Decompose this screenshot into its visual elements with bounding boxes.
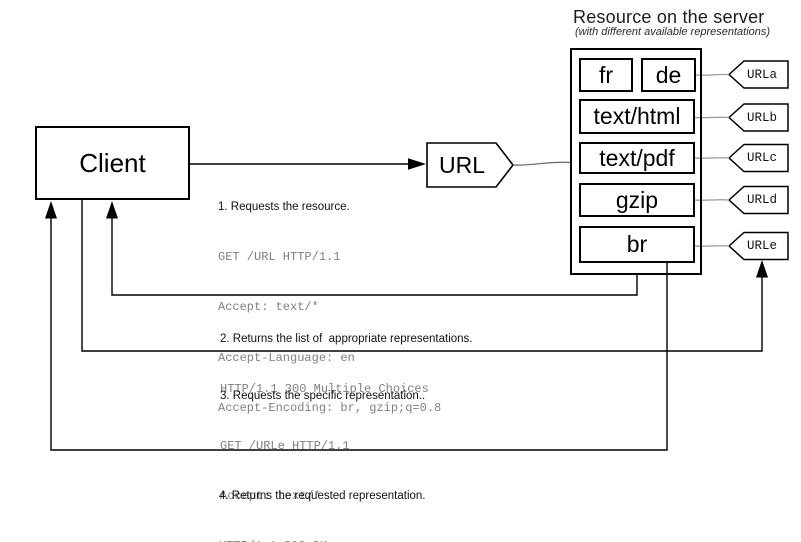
representation-text-html: text/html: [579, 99, 695, 134]
server-box: [570, 48, 702, 275]
urla-tag-label: URLa: [746, 68, 777, 82]
http-line: GET /URL HTTP/1.1: [218, 250, 341, 264]
urle-tag-label: URLe: [746, 239, 777, 253]
message-label: 2. Returns the list of appropriate repre…: [220, 333, 473, 345]
url-to-server-connector: [512, 161, 571, 166]
arrowhead-up-icon: [756, 260, 768, 278]
urlb-tag-shape: [727, 103, 789, 132]
message-4-returns-representation: 4. Returns the requested representation.…: [219, 453, 426, 542]
http-line: GET /URLe HTTP/1.1: [220, 439, 350, 453]
http-line: HTTP/1.1 300 Multiple Choices: [220, 382, 429, 396]
representation-de: de: [641, 58, 696, 92]
urlb-tag-label: URLb: [746, 111, 777, 125]
urld-tag-shape: [727, 185, 789, 215]
message-label: 4. Returns the requested representation.: [219, 490, 426, 502]
representation-fr: fr: [579, 58, 633, 92]
arrowhead-up-icon: [45, 201, 57, 219]
arrowhead-up-icon: [106, 201, 118, 219]
de-to-urla-connector: [695, 73, 730, 76]
representation-text-pdf: text/pdf: [579, 142, 695, 174]
http-line: Accept-Language: en: [218, 350, 355, 365]
http-line: Accept-Encoding: br, gzip;q=0.8: [218, 400, 442, 415]
br-to-urle-connector: [694, 245, 730, 247]
flow-line-returns-representation: [50, 203, 668, 451]
message-3-requests-specific: 3. Requests the specific representation.…: [220, 353, 443, 542]
urlc-tag-shape: [727, 143, 789, 173]
http-line: HTTP/1.1 200 OK: [219, 539, 426, 542]
representation-br: br: [579, 226, 695, 263]
http-line: Accept-Language: en: [220, 540, 443, 542]
http-line: Accept: text/*: [220, 489, 321, 504]
server-title: Resource on the server: [573, 7, 765, 27]
html-to-urlb-connector: [694, 116, 730, 119]
urlc-tag-label: URLc: [746, 151, 777, 165]
urld-tag-label: URLd: [746, 193, 777, 207]
arrowhead-right-icon: [408, 158, 426, 170]
urla-tag-shape: [727, 60, 789, 89]
message-label: 1. Requests the resource.: [218, 201, 350, 213]
flow-line-requests-specific: [81, 200, 763, 352]
url-pentagon-shape: [426, 142, 515, 188]
client-node: Client: [35, 126, 190, 200]
representation-gzip: gzip: [579, 183, 695, 217]
message-label: 3. Requests the specific representation.…: [220, 390, 426, 402]
server-subtitle: (with different available representation…: [575, 26, 771, 38]
flow-line-returns-list: [111, 203, 638, 296]
url-node-label: URL: [438, 151, 485, 178]
message-1-requests-resource: 1. Requests the resource. GET /URL HTTP/…: [218, 164, 441, 451]
gzip-to-urld-connector: [694, 199, 730, 201]
http-line: Accept: text/*: [218, 300, 319, 315]
urle-tag-shape: [727, 231, 789, 261]
message-2-returns-list: 2. Returns the list of appropriate repre…: [220, 296, 473, 432]
pdf-to-urlc-connector: [694, 157, 730, 159]
